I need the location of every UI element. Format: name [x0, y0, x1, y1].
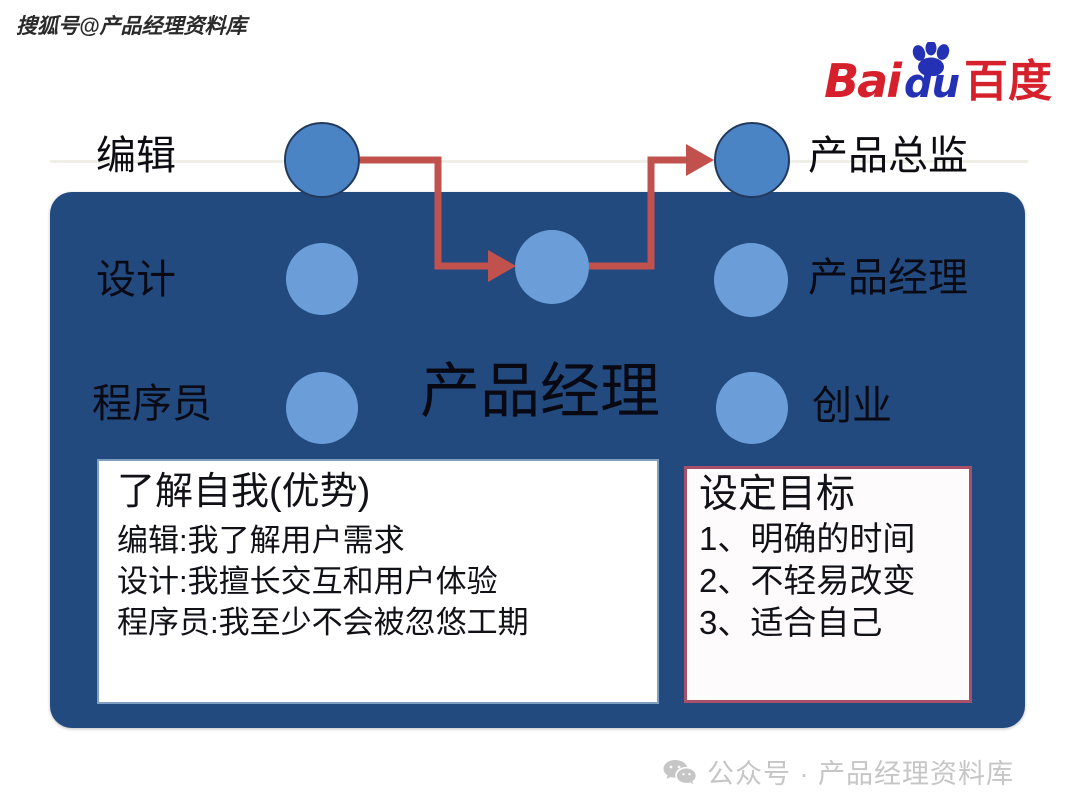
- diagram-center-title: 产品经理: [420, 358, 660, 425]
- goal-setting-line-3: 3、适合自己: [699, 604, 883, 642]
- baidu-latin-blue: du: [904, 61, 960, 107]
- node-circle-product-manager[interactable]: [714, 243, 788, 317]
- self-awareness-line-3: 程序员:我至少不会被忽悠工期: [117, 604, 529, 640]
- goal-setting-title: 设定目标: [699, 473, 856, 516]
- node-label-editor: 编辑: [96, 134, 176, 178]
- node-label-startup: 创业: [812, 384, 892, 428]
- paw-print-icon: [912, 42, 950, 76]
- goal-setting-line-1: 1、明确的时间: [699, 519, 916, 557]
- goal-setting-line-2: 2、不轻易改变: [699, 562, 916, 600]
- node-label-product-manager: 产品经理: [808, 256, 968, 300]
- baidu-latin-red: Bai: [824, 54, 902, 108]
- watermark-bottom: 公众号 · 产品经理资料库: [663, 752, 1014, 791]
- watermark-top-left: 搜狐号@产品经理资料库: [16, 15, 247, 38]
- node-circle-product-director[interactable]: [714, 122, 790, 198]
- node-label-product-director: 产品总监: [808, 134, 968, 178]
- baidu-logo: Bai du 百度: [824, 42, 1052, 108]
- node-label-design: 设计: [96, 258, 176, 302]
- self-awareness-box: 了解自我(优势) 编辑:我了解用户需求 设计:我擅长交互和用户体验 程序员:我至…: [97, 459, 659, 704]
- wechat-icon: [663, 759, 696, 784]
- node-label-programmer: 程序员: [92, 382, 212, 426]
- node-circle-hub[interactable]: [515, 230, 589, 304]
- node-circle-design[interactable]: [286, 243, 358, 315]
- self-awareness-line-2: 设计:我擅长交互和用户体验: [117, 563, 498, 599]
- watermark-bottom-text: 公众号 · 产品经理资料库: [707, 759, 1014, 789]
- node-circle-startup[interactable]: [716, 372, 788, 444]
- node-circle-programmer[interactable]: [286, 372, 358, 444]
- self-awareness-line-1: 编辑:我了解用户需求: [117, 523, 405, 558]
- baidu-du-group: du: [902, 42, 960, 107]
- goal-setting-box: 设定目标 1、明确的时间 2、不轻易改变 3、适合自己: [684, 466, 972, 703]
- node-circle-editor[interactable]: [284, 122, 360, 198]
- self-awareness-title: 了解自我(优势): [117, 471, 371, 513]
- baidu-chinese: 百度: [964, 56, 1052, 107]
- divider-rule: [50, 160, 1028, 163]
